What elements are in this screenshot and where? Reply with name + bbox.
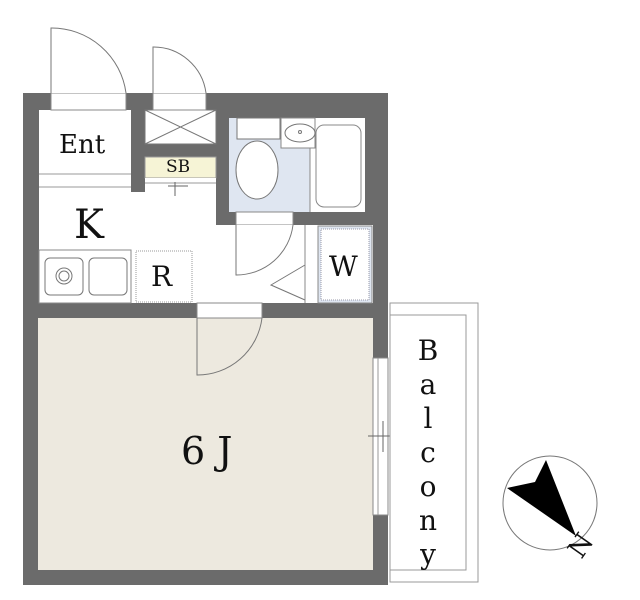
entrance-floor — [39, 110, 131, 192]
toilet-icon — [235, 140, 279, 200]
storage-door[interactable] — [152, 46, 207, 94]
main-room-label: 6 J — [181, 429, 233, 473]
shoe-box-label: SB — [166, 157, 191, 177]
main-room-floor — [38, 318, 373, 570]
fridge-space — [135, 250, 193, 303]
washer-label: W — [329, 250, 358, 283]
kitchen-label: K — [74, 202, 104, 248]
entrance-label: Ent — [59, 130, 106, 160]
entrance-door[interactable] — [50, 27, 127, 94]
north-arrow-icon — [502, 455, 598, 551]
stove-icon — [44, 257, 84, 296]
balcony-label: Balcony — [417, 334, 439, 571]
refrigerator-label: R — [151, 260, 173, 293]
sink-basin-icon — [88, 257, 128, 296]
bathtub-icon — [315, 124, 362, 208]
room-door[interactable] — [196, 317, 263, 376]
bath-door — [235, 224, 294, 276]
